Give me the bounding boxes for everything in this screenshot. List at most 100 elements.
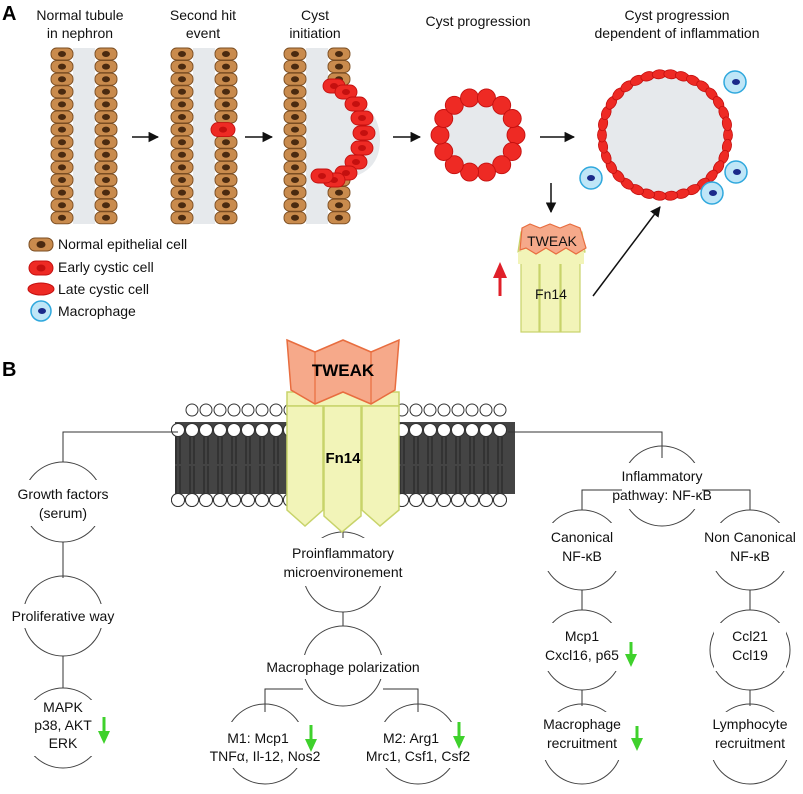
epithelial-cell bbox=[170, 135, 194, 149]
cystic-cell bbox=[460, 162, 479, 182]
stage-1-title-line1: Normal tubule bbox=[36, 7, 123, 23]
legend-early-cystic-cell-icon bbox=[28, 260, 54, 276]
growth-factors-line1: Growth factors bbox=[17, 486, 108, 502]
canonical-line2: NF-κB bbox=[562, 548, 602, 564]
cystic-cell bbox=[477, 88, 496, 108]
lipid-back bbox=[437, 403, 451, 417]
epithelial-cell bbox=[50, 60, 74, 74]
epithelial-cell bbox=[283, 198, 307, 212]
proinflammatory-line2: microenvironement bbox=[283, 564, 402, 580]
epithelial-cell bbox=[170, 110, 194, 124]
lipid-back bbox=[241, 403, 255, 417]
epithelial-cell bbox=[214, 110, 238, 124]
epithelial-cell bbox=[283, 47, 307, 61]
macrophage-1 bbox=[723, 70, 747, 94]
lipid-back bbox=[465, 403, 479, 417]
macrophage-3 bbox=[724, 160, 748, 184]
mcp1-line2: Cxcl16, p65 bbox=[545, 647, 619, 663]
epithelial-cell bbox=[94, 148, 118, 162]
cystic-cell bbox=[492, 155, 512, 175]
tubule-cyst-initiation bbox=[283, 47, 376, 225]
small-cyst-lumen bbox=[446, 103, 510, 167]
m2-line2: Mrc1, Csf1, Csf2 bbox=[366, 748, 470, 764]
macro-recruit-line2: recruitment bbox=[547, 735, 617, 751]
epithelial-cell bbox=[214, 60, 238, 74]
tweak-label: TWEAK bbox=[312, 361, 375, 380]
node-ccl bbox=[709, 609, 791, 691]
epithelial-cell bbox=[170, 97, 194, 111]
epithelial-cell bbox=[283, 148, 307, 162]
epithelial-cell bbox=[94, 123, 118, 137]
epithelial-cell bbox=[214, 135, 238, 149]
epithelial-cell bbox=[283, 123, 307, 137]
epithelial-cell bbox=[170, 160, 194, 174]
cystic-cell bbox=[430, 125, 450, 145]
lipid-back bbox=[409, 403, 423, 417]
noncanonical-line2: NF-κB bbox=[730, 548, 770, 564]
stage-5-title-line1: Cyst progression bbox=[624, 7, 729, 23]
lipid-back bbox=[423, 403, 437, 417]
node-proinflammatory bbox=[258, 531, 428, 613]
epithelial-cell bbox=[94, 186, 118, 200]
epithelial-cell bbox=[283, 173, 307, 187]
lipid-back bbox=[451, 403, 465, 417]
cystic-cell bbox=[310, 168, 334, 184]
lipid-front bbox=[409, 423, 423, 507]
macrophage-4 bbox=[700, 181, 724, 205]
fn14-label: Fn14 bbox=[325, 450, 361, 467]
cystic-cell bbox=[352, 125, 376, 141]
lipid-front bbox=[493, 423, 507, 507]
epithelial-cell bbox=[214, 198, 238, 212]
epithelial-cell bbox=[214, 72, 238, 86]
lipid-front bbox=[171, 423, 185, 507]
panel-a-label: A bbox=[2, 3, 16, 25]
epithelial-cell bbox=[94, 110, 118, 124]
macrophage-polarization-label: Macrophage polarization bbox=[266, 659, 419, 675]
m2-line1: M2: Arg1 bbox=[383, 730, 439, 746]
epithelial-cell bbox=[50, 211, 74, 225]
large-cyst-wall bbox=[597, 69, 733, 201]
epithelial-cell bbox=[50, 148, 74, 162]
lipid-front bbox=[227, 423, 241, 507]
epithelial-cell bbox=[50, 160, 74, 174]
small-tweak-ligand bbox=[519, 223, 587, 255]
epithelial-cell bbox=[327, 47, 351, 61]
epithelial-cell bbox=[50, 97, 74, 111]
small-tweak-label: TWEAK bbox=[527, 233, 577, 249]
lipid-front bbox=[199, 423, 213, 507]
macro-recruit-line1: Macrophage bbox=[543, 716, 621, 732]
fn14-receptor bbox=[286, 391, 400, 533]
epithelial-cell bbox=[214, 186, 238, 200]
epithelial-cell bbox=[327, 60, 351, 74]
epithelial-cell bbox=[283, 97, 307, 111]
mapk-line1: MAPK bbox=[43, 699, 83, 715]
epithelial-cell bbox=[283, 211, 307, 225]
epithelial-cell bbox=[283, 110, 307, 124]
legend-macrophage-label: Macrophage bbox=[58, 303, 136, 319]
epithelial-cell bbox=[50, 173, 74, 187]
lipid-front bbox=[479, 423, 493, 507]
mapk-line2: p38, AKT bbox=[34, 717, 92, 733]
node-inflammatory-pathway bbox=[598, 445, 728, 527]
growth-factors-line2: (serum) bbox=[39, 505, 87, 521]
lipid-front bbox=[213, 423, 227, 507]
epithelial-cell bbox=[94, 211, 118, 225]
node-noncanonical bbox=[692, 509, 802, 591]
legend-early-cystic-cell-label: Early cystic cell bbox=[58, 259, 154, 275]
epithelial-cell bbox=[94, 198, 118, 212]
epithelial-cell bbox=[283, 186, 307, 200]
epithelial-cell bbox=[94, 85, 118, 99]
cystic-cell bbox=[492, 95, 512, 115]
panel-b-label: B bbox=[2, 359, 16, 381]
tubule-1-lumen bbox=[73, 48, 95, 224]
stage-3-title-line2: initiation bbox=[289, 25, 340, 41]
lipid-front bbox=[255, 423, 269, 507]
mcp1-down-arrow-icon bbox=[625, 642, 637, 667]
ccl-line2: Ccl19 bbox=[732, 647, 768, 663]
cystic-cell bbox=[460, 88, 479, 108]
epithelial-cell bbox=[327, 211, 351, 225]
lipid-front bbox=[241, 423, 255, 507]
node-growth-factors bbox=[5, 461, 121, 543]
epithelial-cell bbox=[170, 47, 194, 61]
small-fn14-label: Fn14 bbox=[535, 286, 567, 302]
